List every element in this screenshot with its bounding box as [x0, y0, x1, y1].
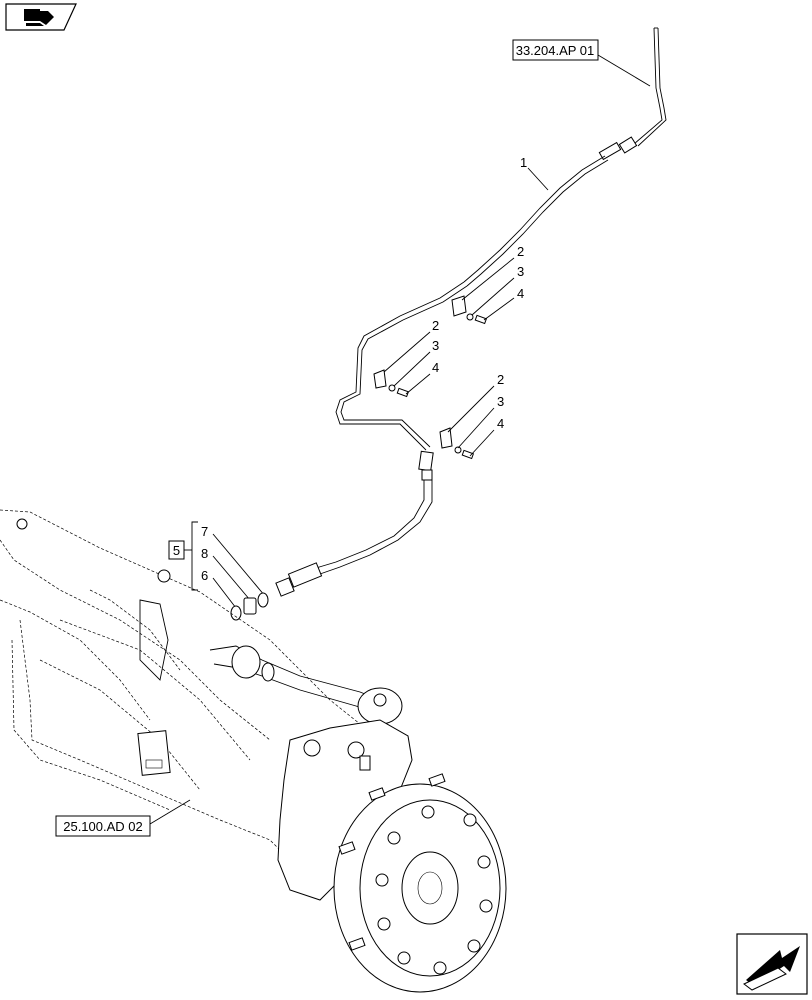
leader-top-ref: [597, 54, 651, 87]
seal-parts: [230, 592, 269, 621]
leader-4c: [469, 429, 495, 457]
leader-2c: [447, 385, 495, 433]
clip-set-b: [373, 369, 410, 398]
leader-6: [212, 577, 237, 609]
leader-1: [527, 167, 549, 191]
callout-5: 5: [173, 543, 180, 558]
hydraulic-pipe-upper: [618, 27, 667, 154]
callout-3c: 3: [497, 394, 504, 409]
callout-3a: 3: [517, 264, 524, 279]
top-ref-box[interactable]: 33.204.AP 01: [512, 39, 599, 61]
leader-3b: [393, 351, 431, 387]
next-page-arrow-icon[interactable]: [736, 933, 808, 995]
leader-4b: [405, 373, 431, 395]
leader-7: [212, 533, 266, 597]
top-ref-label: 33.204.AP 01: [516, 43, 595, 58]
leader-8: [212, 555, 251, 601]
callout-4c: 4: [497, 416, 504, 431]
axle-ref-label: 25.100.AD 02: [63, 819, 143, 834]
callout-2b: 2: [432, 318, 439, 333]
leader-2b: [383, 331, 431, 373]
leader-2a: [461, 257, 515, 301]
callout-2c: 2: [497, 372, 504, 387]
callout-4a: 4: [517, 286, 524, 301]
book-hand-pointer-icon[interactable]: [5, 3, 77, 31]
callout-6: 6: [201, 568, 208, 583]
callout-1: 1: [520, 155, 527, 170]
leader-axle-ref: [149, 799, 191, 825]
leader-3c: [457, 407, 495, 449]
leader-4a: [483, 297, 515, 321]
hydraulic-hose: [275, 141, 622, 597]
kit-bracket: [184, 521, 198, 591]
clip-set-c: [439, 427, 475, 460]
axle-ref-box[interactable]: 25.100.AD 02: [55, 815, 151, 837]
callout-3b: 3: [432, 338, 439, 353]
clip-set-a: [451, 295, 488, 325]
axle-assembly: [0, 509, 507, 993]
callout-4b: 4: [432, 360, 439, 375]
callout-7: 7: [201, 524, 208, 539]
leader-3a: [471, 277, 515, 316]
callout-2a: 2: [517, 244, 524, 259]
callout-8: 8: [201, 546, 208, 561]
kit-5-box[interactable]: 5: [168, 540, 185, 560]
